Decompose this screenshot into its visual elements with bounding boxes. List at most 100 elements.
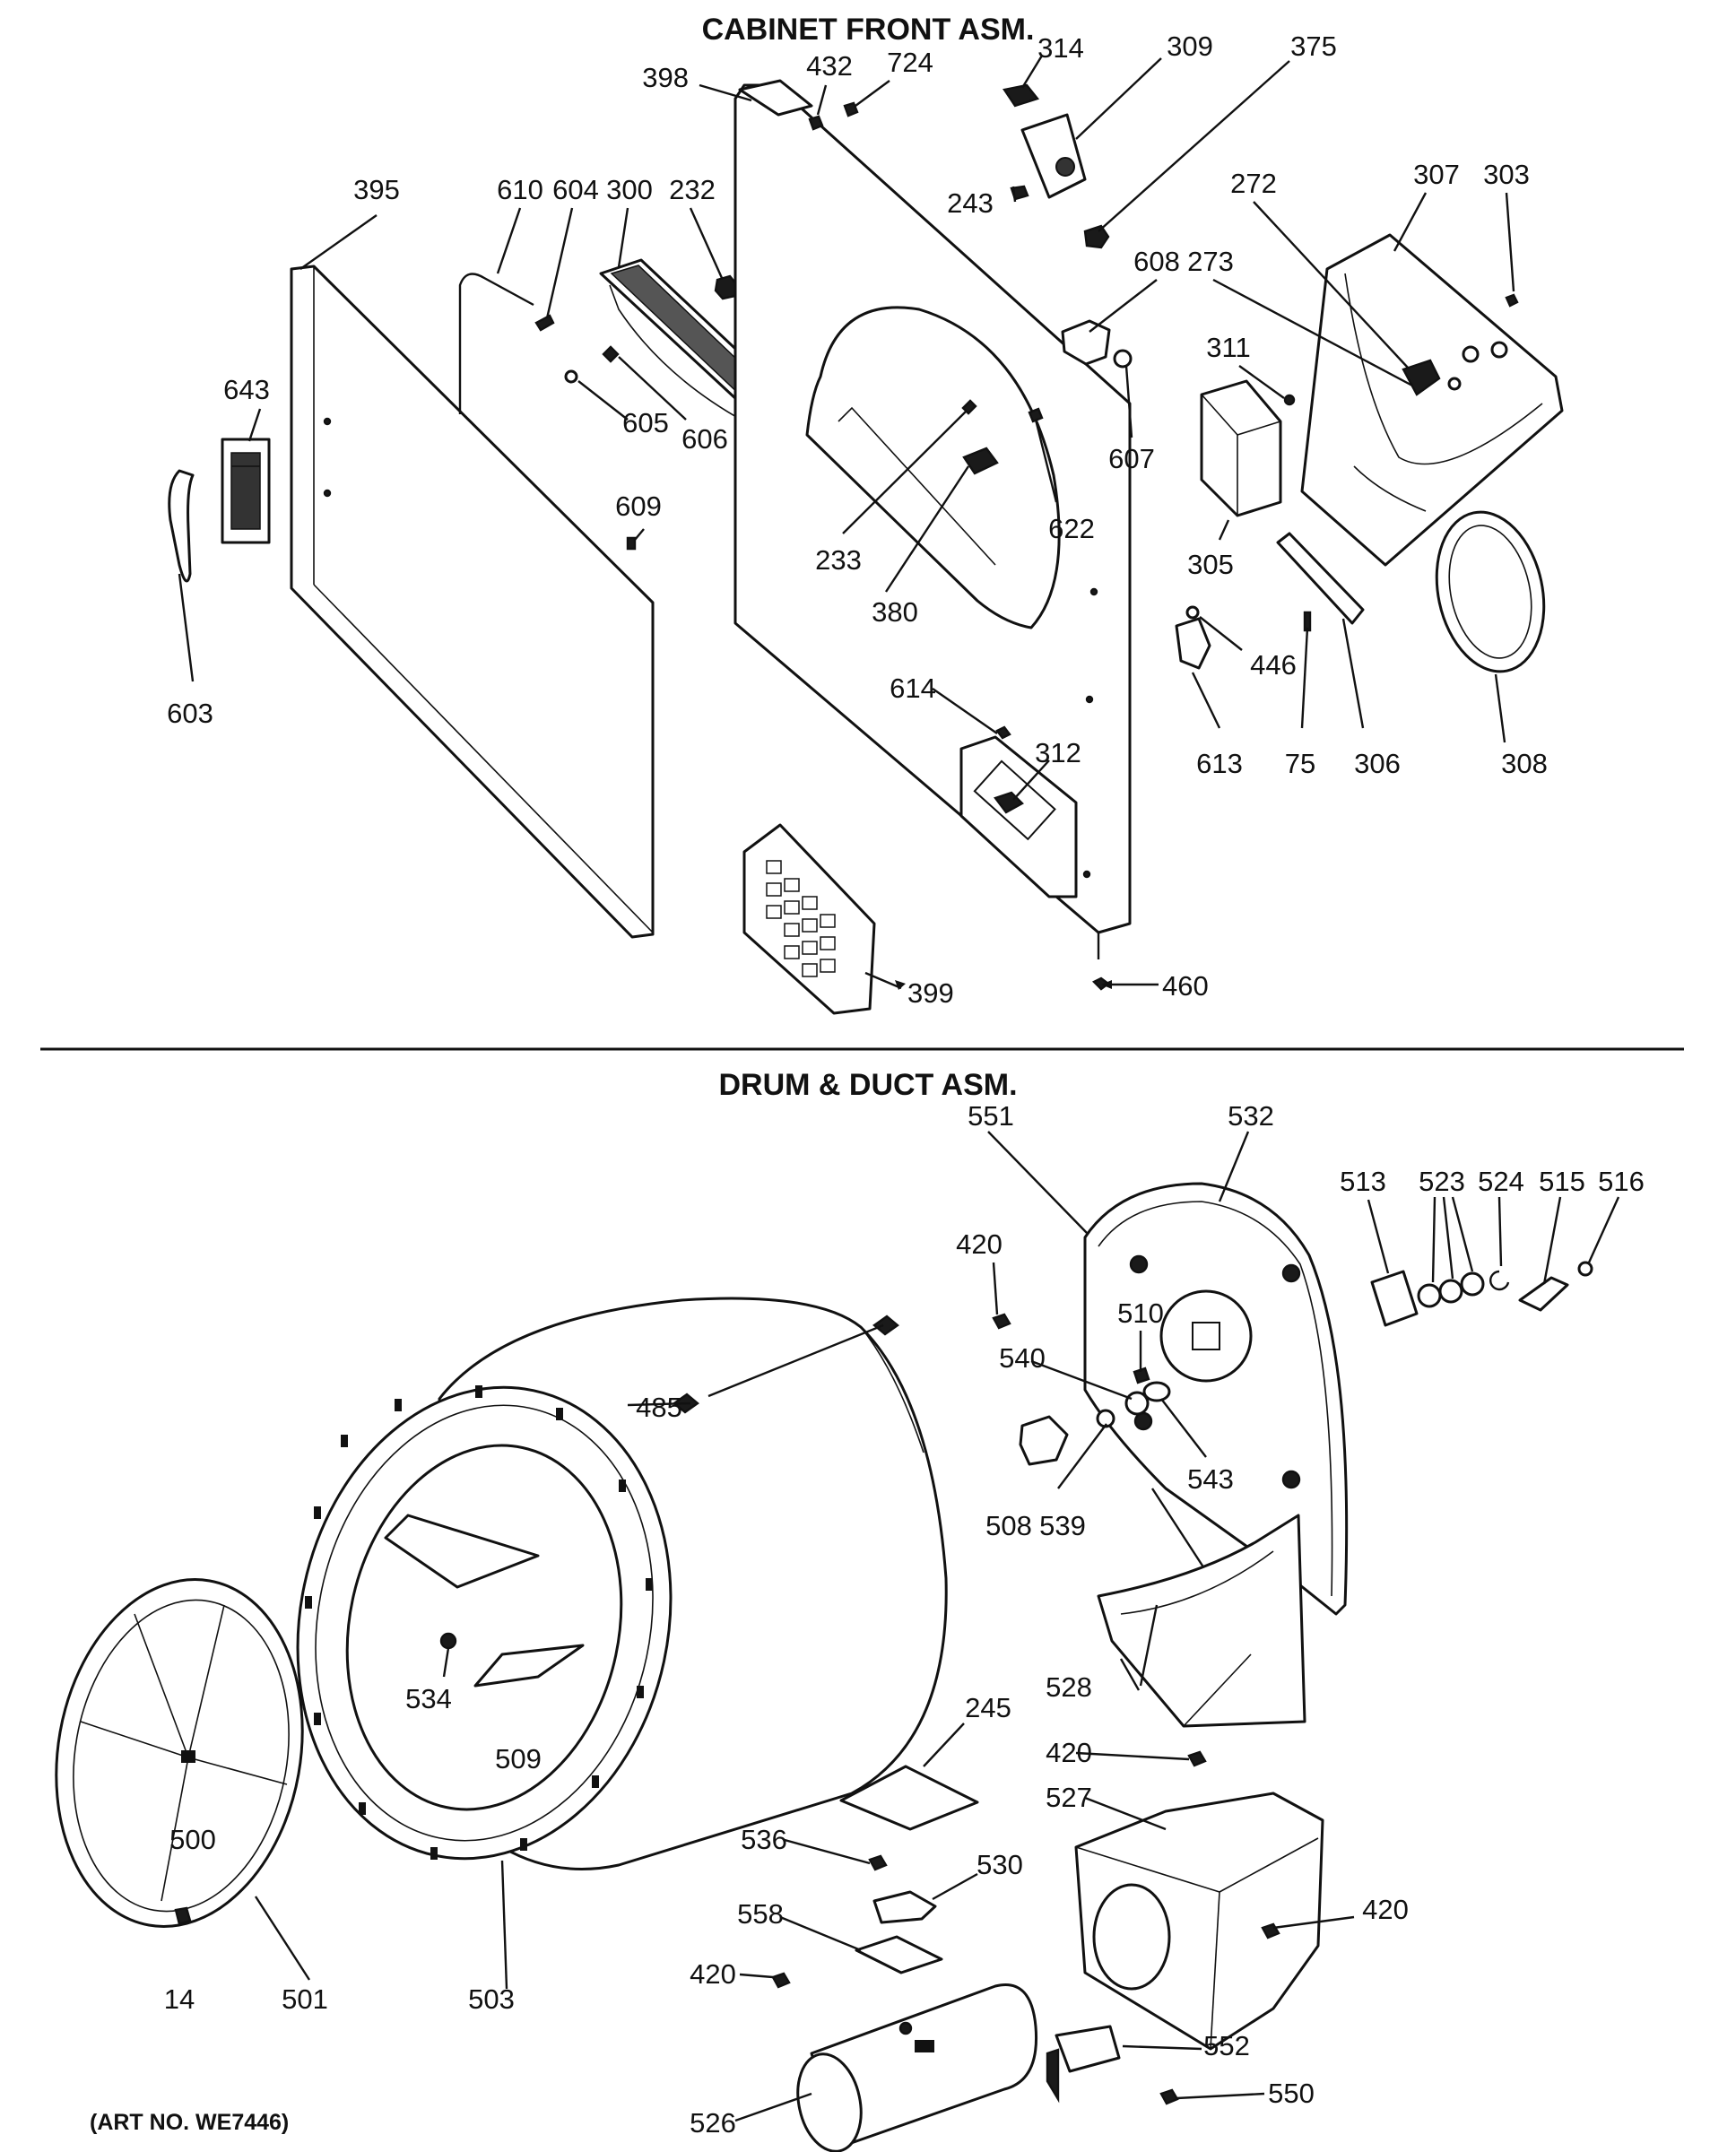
screw-614 xyxy=(995,725,1011,740)
screw-420a xyxy=(992,1313,1011,1330)
callout-398: 398 xyxy=(642,62,689,93)
callout-420-top: 420 xyxy=(956,1228,1003,1260)
callout-510: 510 xyxy=(1117,1297,1164,1329)
callout-503: 503 xyxy=(468,1983,515,2015)
screw-303 xyxy=(1505,293,1519,308)
callout-308: 308 xyxy=(1501,748,1548,779)
part-14 xyxy=(174,1906,192,1926)
blower-duct xyxy=(1097,1514,1306,1728)
blower-housing xyxy=(1083,1182,1349,1616)
door-hinge-wire xyxy=(458,273,534,414)
callout-551: 551 xyxy=(968,1100,1014,1132)
door-switch xyxy=(1020,113,1087,199)
screw-606 xyxy=(602,345,620,363)
callout-303: 303 xyxy=(1483,159,1530,190)
callout-306: 306 xyxy=(1354,748,1401,779)
callout-526: 526 xyxy=(690,2107,736,2139)
callout-528: 528 xyxy=(1046,1671,1092,1703)
washer-523c xyxy=(1460,1271,1485,1297)
drum-callouts: 551 532 513 523 524 515 516 420 510 485 … xyxy=(164,1100,1645,2139)
part-515 xyxy=(1518,1276,1569,1312)
callout-724: 724 xyxy=(887,47,933,78)
callout-314: 314 xyxy=(1037,32,1084,64)
callout-543: 543 xyxy=(1187,1463,1234,1495)
callout-509: 509 xyxy=(495,1743,542,1775)
callout-245: 245 xyxy=(965,1692,1011,1723)
screw-550 xyxy=(1159,2088,1179,2105)
callout-432: 432 xyxy=(806,50,853,82)
callout-508: 508 xyxy=(985,1510,1032,1541)
heater-housing xyxy=(1074,1792,1324,2051)
cabinet-callouts: 398 432 724 314 309 375 395 610 604 300 … xyxy=(167,30,1548,1009)
screw-536 xyxy=(868,1854,888,1871)
screw-604 xyxy=(534,314,555,332)
callout-309: 309 xyxy=(1167,30,1213,62)
callout-552: 552 xyxy=(1203,2030,1250,2061)
part-516 xyxy=(1577,1261,1593,1277)
callout-375: 375 xyxy=(1290,30,1337,62)
thermostat-530 xyxy=(872,1890,937,1924)
screw-432 xyxy=(808,115,824,131)
callout-460: 460 xyxy=(1162,970,1209,1002)
callout-446: 446 xyxy=(1250,649,1297,681)
callout-539: 539 xyxy=(1039,1510,1086,1541)
callout-75: 75 xyxy=(1285,748,1315,779)
drum xyxy=(296,1297,948,1870)
door-panel xyxy=(290,265,655,939)
callout-420-mid: 420 xyxy=(1046,1737,1092,1768)
callout-300: 300 xyxy=(606,174,653,205)
part-446 xyxy=(1185,605,1200,620)
cabinet-front-panel xyxy=(733,79,1132,959)
callout-311: 311 xyxy=(1206,332,1250,363)
cabinet-front-title: CABINET FRONT ASM. xyxy=(702,13,1035,47)
callout-606: 606 xyxy=(681,423,728,455)
callout-399: 399 xyxy=(907,977,954,1009)
clip-524 xyxy=(1489,1270,1510,1291)
callout-232: 232 xyxy=(669,174,716,205)
screw-609 xyxy=(626,536,637,551)
console-housing xyxy=(1300,233,1564,567)
callout-312: 312 xyxy=(1035,737,1081,768)
callout-613: 613 xyxy=(1196,748,1243,779)
callout-305: 305 xyxy=(1187,549,1234,580)
part-513 xyxy=(1370,1270,1419,1327)
part-508 xyxy=(1019,1415,1069,1466)
door-handle xyxy=(168,469,195,583)
cover-box xyxy=(1200,379,1282,517)
callout-622: 622 xyxy=(1048,513,1095,544)
callout-532: 532 xyxy=(1228,1100,1274,1132)
callout-513: 513 xyxy=(1340,1166,1386,1197)
callout-534: 534 xyxy=(405,1683,452,1714)
callout-380: 380 xyxy=(872,596,918,628)
callout-604: 604 xyxy=(552,174,599,205)
screw-420b xyxy=(1187,1750,1207,1767)
door-vent xyxy=(221,438,271,544)
callout-14: 14 xyxy=(164,1983,195,2015)
part-375 xyxy=(1083,224,1110,249)
cabinet-leader-lines xyxy=(178,55,1515,990)
kick-grille xyxy=(742,823,876,1015)
callout-609: 609 xyxy=(615,490,662,522)
callout-307: 307 xyxy=(1413,159,1460,190)
part-543 xyxy=(1142,1381,1171,1402)
washer-523a xyxy=(1417,1283,1442,1308)
callout-485: 485 xyxy=(636,1392,682,1423)
washer-523b xyxy=(1438,1279,1463,1304)
washer-605 xyxy=(564,369,578,384)
bracket-558 xyxy=(855,1935,943,1974)
drum-duct-parts: 551 532 513 523 524 515 516 420 510 485 … xyxy=(55,1100,1645,2152)
callout-420-right: 420 xyxy=(1362,1894,1409,1925)
part-311 xyxy=(1283,394,1296,406)
callout-614: 614 xyxy=(890,672,936,704)
callout-540: 540 xyxy=(999,1342,1046,1374)
screw-622 xyxy=(1028,407,1044,423)
callout-515: 515 xyxy=(1539,1166,1585,1197)
callout-527: 527 xyxy=(1046,1782,1092,1813)
callout-530: 530 xyxy=(976,1849,1023,1880)
duct-ring xyxy=(1435,510,1546,673)
cabinet-leader-arrows xyxy=(895,980,1112,990)
callout-610: 610 xyxy=(497,174,543,205)
callout-501: 501 xyxy=(282,1983,328,2015)
part-272 xyxy=(1402,359,1441,396)
